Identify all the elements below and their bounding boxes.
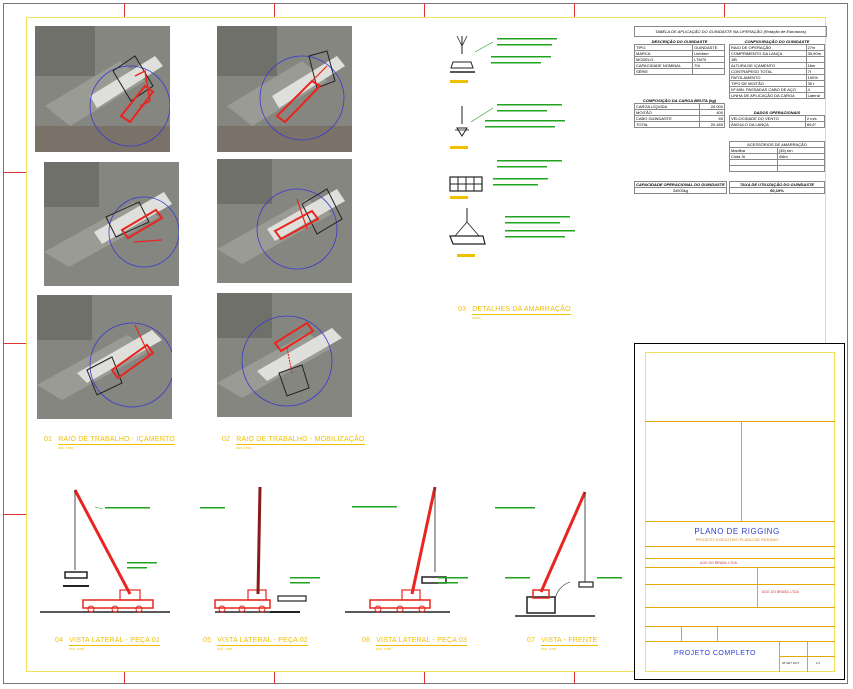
divider xyxy=(645,521,835,522)
side-view-01-drawing xyxy=(40,489,170,613)
plan-subtitle: PROJETO EXECUTIVO PLANO DE RIGGING xyxy=(695,537,779,542)
view-title-01: 01 RAIO DE TRABALHO - IÇAMENTO xyxy=(44,436,175,445)
load-composition-table: COMPOSIÇÃO DA CARGA BRUTA (kg) CARGA LÍQ… xyxy=(634,98,726,128)
divider xyxy=(741,421,742,521)
table-header: CONFIGURAÇÃO DO GUINDASTE xyxy=(744,39,810,44)
client-name: AGG DO BRASIL LTDA xyxy=(700,561,737,565)
table-header: CAPACIDADE OPERACIONAL DO GUINDASTE xyxy=(634,181,727,188)
divider xyxy=(645,607,835,608)
divider xyxy=(717,626,718,641)
view-scale-07: ESC: 1/250 xyxy=(541,647,557,651)
title-block-frame xyxy=(645,352,835,672)
divider xyxy=(779,656,835,657)
table-header: TAXA DE UTILIZAÇÃO DO GUINDASTE xyxy=(729,181,825,188)
front-view-drawing xyxy=(495,491,622,617)
view-title-text: RAIO DE TRABALHO - IÇAMENTO xyxy=(58,436,175,445)
side-view-03-drawing xyxy=(345,486,468,613)
aerial-photo-3 xyxy=(44,162,179,286)
divider xyxy=(645,584,835,585)
aerial-photo-2 xyxy=(217,26,352,152)
view-scale-02: ESC: 1/500 xyxy=(236,446,252,450)
view-title-text: VISTA - FRENTE xyxy=(541,637,598,646)
table-header: DESCRIÇÃO DO GUINDASTE xyxy=(651,39,708,44)
grid-tick xyxy=(124,3,125,17)
client-name-repeat: AGG DO BRASIL LTDA xyxy=(762,590,799,594)
title-block xyxy=(634,343,845,680)
cell: TOTAL xyxy=(634,121,700,128)
grid-tick xyxy=(424,672,425,684)
divider xyxy=(757,567,758,607)
view-title-text: DETALHES DA AMARRAÇÃO xyxy=(472,306,571,315)
view-title-06: 06 VISTA LATERAL - PEÇA 03 xyxy=(362,637,468,646)
cell: ÂNGULO DA LANÇA xyxy=(729,121,806,128)
cell: 60,19% xyxy=(729,187,825,194)
side-view-02-drawing xyxy=(200,486,320,613)
divider xyxy=(645,558,835,559)
grid-tick xyxy=(574,672,575,684)
view-title-text: RAIO DE TRABALHO - MOBILIZAÇÃO xyxy=(236,436,365,445)
grid-tick xyxy=(274,672,275,684)
view-scale-01: ESC: 1/500 xyxy=(58,446,74,450)
project-label: PROJETO COMPLETO xyxy=(673,650,757,657)
table-title: TABELA DE APLICAÇÃO DO GUINDASTE NA OPER… xyxy=(634,26,827,37)
view-number: 06 xyxy=(362,637,371,644)
view-number: 03 xyxy=(458,306,467,313)
view-number: 05 xyxy=(203,637,212,644)
grid-tick xyxy=(274,3,275,17)
cell xyxy=(692,68,725,75)
grid-tick xyxy=(124,672,125,684)
divider xyxy=(645,626,835,627)
grid-tick xyxy=(3,514,26,515)
date: 08 SET 2017 xyxy=(782,661,800,665)
view-title-07: 07 VISTA - FRENTE xyxy=(527,637,598,646)
view-scale-03: S/ESC xyxy=(472,316,482,320)
divider xyxy=(645,567,835,568)
aerial-photo-1 xyxy=(35,26,170,152)
table-header: COMPOSIÇÃO DA CARGA BRUTA (kg) xyxy=(642,98,717,103)
view-title-text: VISTA LATERAL - PEÇA 01 xyxy=(69,637,161,646)
view-title-05: 05 VISTA LATERAL - PEÇA 02 xyxy=(203,637,309,646)
cell: SÉRIE xyxy=(633,68,694,75)
grid-tick xyxy=(3,172,26,173)
divider xyxy=(645,546,835,547)
cell: LINHA DE APLICAÇÃO DA CARGA xyxy=(729,92,807,99)
divider xyxy=(645,641,835,642)
view-title-04: 04 VISTA LATERAL - PEÇA 01 xyxy=(55,637,161,646)
cell: 69,6° xyxy=(804,121,826,128)
crane-capacity-table: CAPACIDADE OPERACIONAL DO GUINDASTE 3400… xyxy=(634,181,727,194)
divider xyxy=(681,626,682,641)
view-scale-04: ESC: 1/250 xyxy=(69,647,85,651)
divider xyxy=(645,421,835,422)
view-scale-06: ESC: 1/250 xyxy=(376,647,392,651)
cell: 20.465 xyxy=(698,121,726,128)
view-title-02: 02 RAIO DE TRABALHO - MOBILIZAÇÃO xyxy=(222,436,365,445)
view-number: 01 xyxy=(44,436,53,443)
aerial-photo-4 xyxy=(217,159,352,283)
cell: Nº MIN. PASSADAS CABO DE AÇO xyxy=(729,86,807,93)
view-number: 02 xyxy=(222,436,231,443)
crane-utilization-table: TAXA DE UTILIZAÇÃO DO GUINDASTE 60,19% xyxy=(729,181,825,194)
rigging-details-drawing xyxy=(449,35,575,257)
grid-tick xyxy=(3,343,26,344)
view-title-text: VISTA LATERAL - PEÇA 02 xyxy=(217,637,309,646)
aerial-photo-6 xyxy=(217,293,352,417)
aerial-photo-5 xyxy=(37,295,172,419)
view-title-03: 03 DETALHES DA AMARRAÇÃO xyxy=(458,306,571,315)
view-title-text: VISTA LATERAL - PEÇA 03 xyxy=(376,637,468,646)
view-number: 07 xyxy=(527,637,536,644)
grid-tick xyxy=(424,3,425,17)
sheet-number: 1/1 xyxy=(816,661,821,665)
grid-tick xyxy=(574,3,575,17)
plan-title: PLANO DE RIGGING xyxy=(694,527,780,536)
grid-tick xyxy=(724,3,725,17)
rigging-accessories-table: ACESSÓRIOS DE AMARRAÇÃO Manilha(35) ton … xyxy=(729,141,826,172)
view-number: 04 xyxy=(55,637,64,644)
table-header: DADOS OPERACIONAIS xyxy=(753,110,801,115)
crane-configuration-table: CONFIGURAÇÃO DO GUINDASTE RAIO DE OPERAÇ… xyxy=(729,39,826,99)
cell: Lateral xyxy=(805,92,826,99)
view-scale-05: ESC: 1/250 xyxy=(217,647,233,651)
cell: 34000kg xyxy=(634,187,727,194)
